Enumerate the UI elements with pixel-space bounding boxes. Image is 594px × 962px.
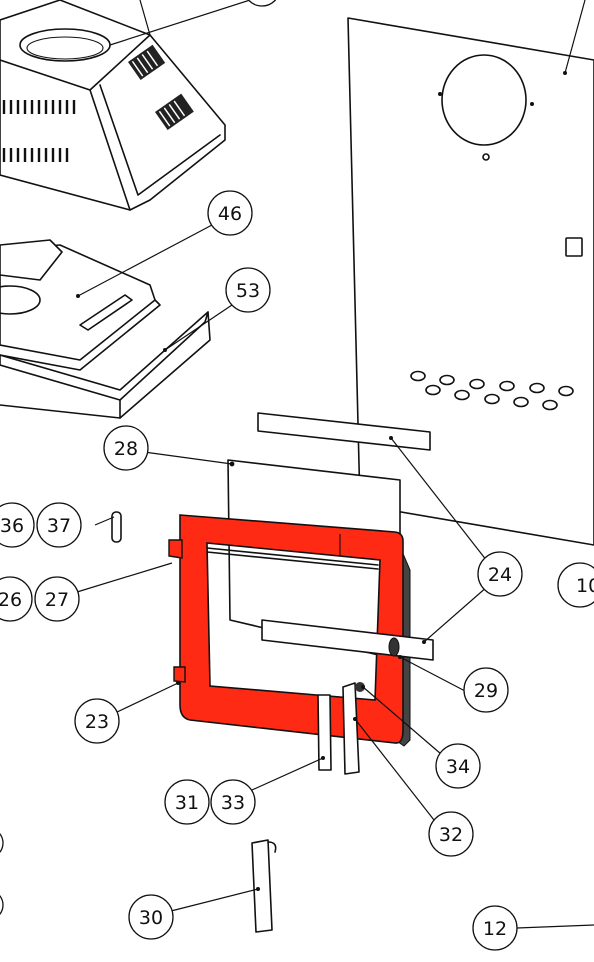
callout-label: 12 [483, 918, 507, 940]
callout-label: 34 [446, 756, 470, 778]
callout-27: 27 [34, 576, 80, 622]
callout-36: 36 [0, 502, 35, 548]
callout-label: 30 [139, 907, 163, 929]
callout-label: 36 [0, 515, 24, 537]
base-plate-part [0, 311, 211, 419]
callout-34: 34 [435, 743, 481, 789]
pin-part [111, 511, 122, 543]
callout-46: 46 [207, 190, 253, 236]
callout-28: 28 [103, 425, 149, 471]
callout-label: 24 [488, 564, 512, 586]
callout-29: 29 [463, 667, 509, 713]
callout-31: 31 [164, 779, 210, 825]
partial-callout-left-1 [0, 832, 4, 854]
partial-callout-top [247, 0, 277, 7]
callout-label: 33 [221, 792, 245, 814]
callout-label: 26 [0, 589, 22, 611]
top-plate-part [0, 239, 161, 371]
callout-label: 32 [439, 824, 463, 846]
callout-label: 31 [175, 792, 199, 814]
callout-label: 29 [474, 680, 498, 702]
callout-10: 10 [557, 562, 594, 608]
callout-label: 53 [236, 280, 260, 302]
callout-23: 23 [74, 698, 120, 744]
handle-30-part [251, 839, 277, 933]
callout-37: 37 [36, 502, 82, 548]
callout-26: 26 [0, 576, 33, 622]
callout-label: 37 [47, 515, 71, 537]
callout-32: 32 [428, 811, 474, 857]
callout-24: 24 [477, 551, 523, 597]
leader-lines [76, 0, 594, 929]
gasket-strip-top-part [257, 412, 431, 451]
callout-label: 46 [218, 203, 242, 225]
callout-33: 33 [210, 779, 256, 825]
partial-callout-left-2 [0, 894, 4, 916]
callout-label: 23 [85, 711, 109, 733]
callout-30: 30 [128, 894, 174, 940]
callout-label: 28 [114, 438, 138, 460]
side-panel-part [347, 17, 594, 546]
callout-label: 27 [45, 589, 69, 611]
callout-label: 10 [576, 575, 594, 597]
stove-hood-part [0, 0, 251, 211]
callout-12: 12 [472, 905, 518, 951]
callout-53: 53 [225, 267, 271, 313]
handle-parts [317, 682, 365, 775]
hinge-part [388, 637, 400, 657]
